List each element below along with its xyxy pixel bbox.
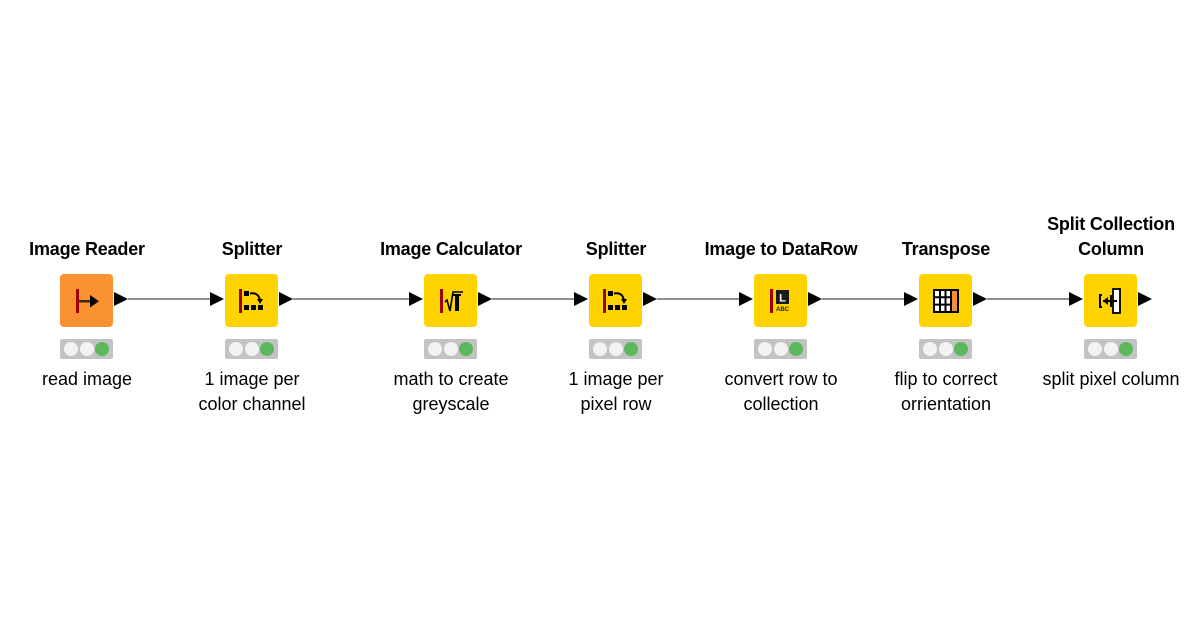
splitter-icon — [235, 284, 269, 318]
node-description[interactable]: read image — [41, 369, 133, 389]
desc-line: 1 image per — [568, 369, 664, 389]
status-light-yellow — [938, 342, 953, 356]
output-port[interactable] — [279, 292, 293, 306]
desc-line: greyscale — [412, 394, 490, 414]
node-box[interactable] — [60, 274, 113, 327]
status-light-green — [789, 342, 804, 356]
status-light-yellow — [773, 342, 788, 356]
node-box[interactable] — [225, 274, 278, 327]
node-box[interactable] — [589, 274, 642, 327]
desc-line: collection — [743, 394, 819, 414]
status-light-red — [757, 342, 772, 356]
status-light-red — [592, 342, 607, 356]
status-light-red — [63, 342, 78, 356]
node-title: Transpose — [901, 239, 991, 259]
status-light-green — [1119, 342, 1134, 356]
status-light-red — [922, 342, 937, 356]
title-line: Column — [1078, 239, 1144, 259]
status-light-red — [1087, 342, 1102, 356]
image-to-datarow-icon: L ABC — [764, 284, 798, 318]
connection-4-5[interactable] — [657, 298, 739, 300]
status-light-yellow — [79, 342, 94, 356]
node-description[interactable]: 1 image per pixel row — [496, 367, 736, 417]
status-light-green — [95, 342, 110, 356]
status-light-yellow — [244, 342, 259, 356]
output-port[interactable] — [478, 292, 492, 306]
desc-line: flip to correct — [894, 369, 998, 389]
output-port[interactable] — [973, 292, 987, 306]
status-traffic-light — [919, 339, 972, 359]
desc-line: color channel — [198, 394, 306, 414]
input-port[interactable] — [574, 292, 588, 306]
status-light-green — [954, 342, 969, 356]
title-line: Split Collection — [1047, 214, 1175, 234]
node-description[interactable]: flip to correct orrientation — [826, 367, 1066, 417]
connection-3-4[interactable] — [492, 298, 574, 300]
status-light-green — [459, 342, 474, 356]
status-traffic-light — [225, 339, 278, 359]
svg-text:L: L — [779, 292, 786, 304]
node-title: Splitter — [221, 239, 283, 259]
node-title: Image Reader — [29, 239, 145, 259]
image-reader-icon — [70, 284, 104, 318]
node-box[interactable]: L ABC — [754, 274, 807, 327]
node-title: Splitter — [585, 239, 647, 259]
status-light-red — [228, 342, 243, 356]
node-description[interactable]: 1 image per color channel — [132, 367, 372, 417]
input-port[interactable] — [210, 292, 224, 306]
desc-line: orrientation — [900, 394, 992, 414]
status-traffic-light — [589, 339, 642, 359]
status-traffic-light — [424, 339, 477, 359]
node-description[interactable]: math to create greyscale — [331, 367, 571, 417]
connection-6-7[interactable] — [987, 298, 1069, 300]
input-port[interactable] — [409, 292, 423, 306]
node-box[interactable] — [1084, 274, 1137, 327]
transpose-icon — [929, 284, 963, 318]
node-description[interactable]: split pixel column — [1042, 369, 1180, 389]
node-box[interactable] — [424, 274, 477, 327]
status-light-green — [624, 342, 639, 356]
node-title: Split Collection Column — [991, 212, 1200, 262]
svg-text:ABC: ABC — [776, 307, 790, 313]
desc-line: convert row to — [724, 369, 838, 389]
output-port[interactable] — [808, 292, 822, 306]
status-light-yellow — [608, 342, 623, 356]
input-port[interactable] — [739, 292, 753, 306]
desc-line: math to create — [393, 369, 509, 389]
split-collection-column-icon — [1094, 284, 1128, 318]
node-box[interactable] — [919, 274, 972, 327]
node-title: Image to DataRow — [704, 239, 858, 259]
splitter-icon — [599, 284, 633, 318]
connection-5-6[interactable] — [822, 298, 904, 300]
connection-2-3[interactable] — [293, 298, 410, 300]
desc-line: pixel row — [580, 394, 652, 414]
status-traffic-light — [60, 339, 113, 359]
desc-line: 1 image per — [204, 369, 300, 389]
status-traffic-light — [1084, 339, 1137, 359]
output-port[interactable] — [114, 292, 128, 306]
status-traffic-light — [754, 339, 807, 359]
output-port[interactable] — [1138, 292, 1152, 306]
output-port[interactable] — [643, 292, 657, 306]
status-light-red — [427, 342, 442, 356]
status-light-green — [260, 342, 275, 356]
node-description[interactable]: convert row to collection — [661, 367, 901, 417]
input-port[interactable] — [1069, 292, 1083, 306]
connection-1-2[interactable] — [128, 298, 212, 300]
input-port[interactable] — [904, 292, 918, 306]
status-light-yellow — [1103, 342, 1118, 356]
node-title: Image Calculator — [380, 239, 522, 259]
image-calculator-icon — [434, 284, 468, 318]
status-light-yellow — [443, 342, 458, 356]
